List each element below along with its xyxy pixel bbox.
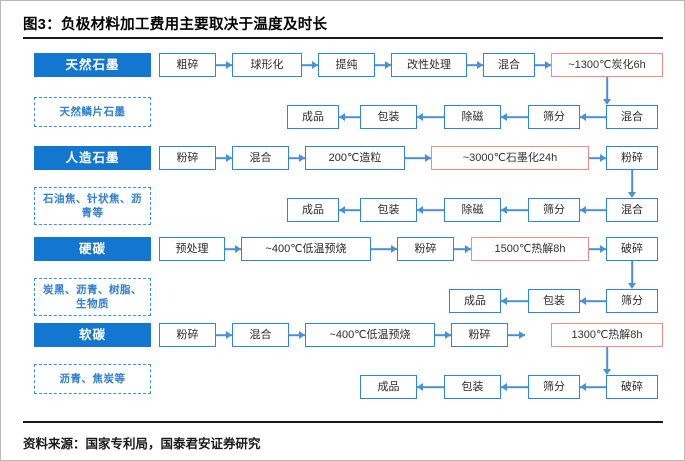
arrow-artificial-5 bbox=[580, 198, 606, 222]
node-soft-9[interactable]: 成品 bbox=[360, 375, 417, 399]
node-natural-5[interactable]: 混合 bbox=[483, 53, 535, 77]
node-soft-1[interactable]: 粉碎 bbox=[159, 323, 216, 347]
node-natural-4[interactable]: 改性处理 bbox=[391, 53, 467, 77]
node-soft-8[interactable]: 包装 bbox=[444, 375, 501, 399]
arrow-natural-8 bbox=[417, 105, 444, 129]
arrow-artificial-6 bbox=[501, 198, 528, 222]
node-artificial-10[interactable]: 成品 bbox=[287, 198, 339, 222]
materials-natural-graphite: 天然鳞片石墨 bbox=[34, 97, 151, 127]
materials-hard-carbon: 炭黑、沥青、树脂、生物质 bbox=[34, 278, 151, 316]
node-hard-1[interactable]: 预处理 bbox=[159, 237, 225, 261]
node-artificial-5[interactable]: 粉碎 bbox=[606, 146, 658, 170]
node-soft-6[interactable]: 破碎 bbox=[606, 375, 658, 399]
arrow-soft-1 bbox=[216, 323, 232, 347]
node-natural-6-highlight[interactable]: ~1300℃炭化6h bbox=[551, 53, 663, 77]
node-natural-7[interactable]: 混合 bbox=[606, 105, 658, 129]
node-natural-1[interactable]: 粗碎 bbox=[159, 53, 216, 77]
arrow-natural-7 bbox=[501, 105, 528, 129]
arrow-artificial-4 bbox=[589, 146, 606, 170]
node-natural-2[interactable]: 球形化 bbox=[232, 53, 302, 77]
arrow-soft-2 bbox=[289, 323, 305, 347]
arrow-natural-4 bbox=[467, 53, 483, 77]
node-hard-8[interactable]: 成品 bbox=[449, 289, 501, 313]
node-hard-6[interactable]: 筛分 bbox=[606, 289, 658, 313]
arrow-natural-1 bbox=[216, 53, 232, 77]
node-natural-10[interactable]: 包装 bbox=[360, 105, 417, 129]
node-soft-7[interactable]: 筛分 bbox=[528, 375, 580, 399]
arrow-hard-2 bbox=[371, 237, 397, 261]
node-artificial-9[interactable]: 包装 bbox=[360, 198, 417, 222]
node-hard-5[interactable]: 破碎 bbox=[606, 237, 658, 261]
arrow-natural-9 bbox=[339, 105, 360, 129]
node-soft-2[interactable]: 混合 bbox=[232, 323, 289, 347]
arrow-soft-3 bbox=[435, 323, 451, 347]
source-divider bbox=[23, 421, 663, 423]
node-artificial-8[interactable]: 除磁 bbox=[444, 198, 501, 222]
node-artificial-4-highlight[interactable]: ~3000℃石墨化24h bbox=[431, 146, 589, 170]
arrow-artificial-7 bbox=[417, 198, 444, 222]
arrow-artificial-2 bbox=[289, 146, 305, 170]
node-hard-2[interactable]: ~400℃低温预烧 bbox=[241, 237, 371, 261]
title-divider bbox=[23, 37, 663, 39]
category-hard-carbon[interactable]: 硬碳 bbox=[34, 237, 151, 261]
node-natural-8[interactable]: 筛分 bbox=[528, 105, 580, 129]
node-hard-4-highlight[interactable]: 1500℃热解8h bbox=[471, 237, 589, 261]
arrow-artificial-down bbox=[616, 170, 648, 198]
page-title: 图3：负极材料加工费用主要取决于温度及时长 bbox=[23, 17, 328, 33]
category-artificial-graphite[interactable]: 人造石墨 bbox=[34, 146, 151, 170]
arrow-hard-down bbox=[616, 261, 648, 289]
arrow-artificial-3 bbox=[405, 146, 431, 170]
node-artificial-7[interactable]: 筛分 bbox=[528, 198, 580, 222]
arrow-natural-3 bbox=[375, 53, 391, 77]
category-natural-graphite[interactable]: 天然石墨 bbox=[34, 53, 151, 77]
node-hard-3[interactable]: 粉碎 bbox=[397, 237, 454, 261]
materials-artificial-graphite: 石油焦、针状焦、沥青等 bbox=[34, 187, 151, 225]
arrow-artificial-8 bbox=[339, 198, 360, 222]
arrow-hard-3 bbox=[454, 237, 471, 261]
node-soft-5-highlight[interactable]: 1300℃热解8h bbox=[551, 323, 663, 347]
arrow-hard-6 bbox=[501, 289, 528, 313]
arrow-natural-5 bbox=[535, 53, 551, 77]
arrow-artificial-1 bbox=[216, 146, 232, 170]
node-artificial-1[interactable]: 粉碎 bbox=[159, 146, 216, 170]
node-artificial-6[interactable]: 混合 bbox=[606, 198, 658, 222]
category-soft-carbon[interactable]: 软碳 bbox=[34, 323, 151, 347]
arrow-soft-6 bbox=[501, 375, 528, 399]
source-note: 资料来源：国家专利局，国泰君安证券研究 bbox=[23, 437, 261, 451]
arrow-soft-5 bbox=[580, 375, 606, 399]
node-artificial-2[interactable]: 混合 bbox=[232, 146, 289, 170]
arrow-hard-5 bbox=[580, 289, 606, 313]
arrow-natural-6 bbox=[580, 105, 606, 129]
arrow-soft-down bbox=[591, 347, 623, 375]
node-natural-3[interactable]: 提纯 bbox=[318, 53, 375, 77]
node-natural-11[interactable]: 成品 bbox=[287, 105, 339, 129]
arrow-natural-2 bbox=[302, 53, 318, 77]
node-soft-4[interactable]: 粉碎 bbox=[451, 323, 508, 347]
node-artificial-3[interactable]: 200℃造粒 bbox=[305, 146, 405, 170]
arrow-soft-7 bbox=[417, 375, 444, 399]
arrow-hard-4 bbox=[589, 237, 606, 261]
arrow-hard-1 bbox=[225, 237, 241, 261]
arrow-natural-down bbox=[591, 77, 623, 105]
arrow-soft-4 bbox=[508, 323, 525, 347]
node-hard-7[interactable]: 包装 bbox=[528, 289, 580, 313]
node-natural-9[interactable]: 除磁 bbox=[444, 105, 501, 129]
materials-soft-carbon: 沥青、焦炭等 bbox=[34, 364, 151, 394]
node-soft-3[interactable]: ~400℃低温预烧 bbox=[305, 323, 435, 347]
